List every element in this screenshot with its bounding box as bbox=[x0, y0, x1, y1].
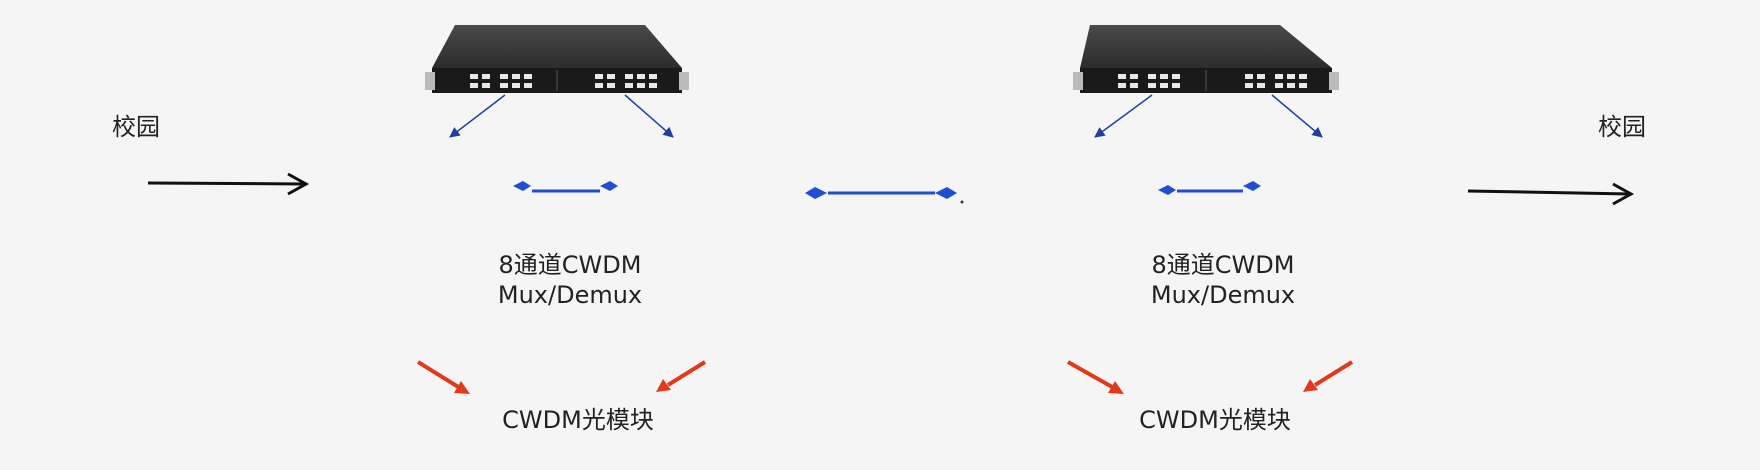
mux-label-left-line2: Mux/Demux bbox=[497, 281, 643, 309]
lc-patch-cable-right bbox=[1158, 181, 1261, 195]
rack-chassis-icon-right bbox=[1073, 25, 1339, 93]
campus-label-left: 校园 bbox=[112, 113, 160, 141]
mux-label-left-line1: 8通道CWDM bbox=[498, 251, 642, 279]
mux-label-right-line2: Mux/Demux bbox=[1150, 281, 1296, 309]
campus-label-right: 校园 bbox=[1598, 113, 1646, 141]
red-arrows bbox=[416, 360, 1354, 394]
module-label-right: CWDM光模块 bbox=[1139, 406, 1291, 434]
campus-arrow-left bbox=[147, 172, 310, 196]
campus-arrow-right bbox=[1467, 182, 1635, 206]
chassis-to-module-arrows bbox=[449, 94, 1323, 138]
module-label-left: CWDM光模块 bbox=[502, 406, 654, 434]
rack-chassis-icon-left bbox=[425, 25, 689, 93]
lc-patch-cable-left bbox=[513, 181, 618, 193]
mux-label-right-line1: 8通道CWDM bbox=[1151, 251, 1295, 279]
lc-patch-cable-trunk bbox=[805, 187, 964, 204]
